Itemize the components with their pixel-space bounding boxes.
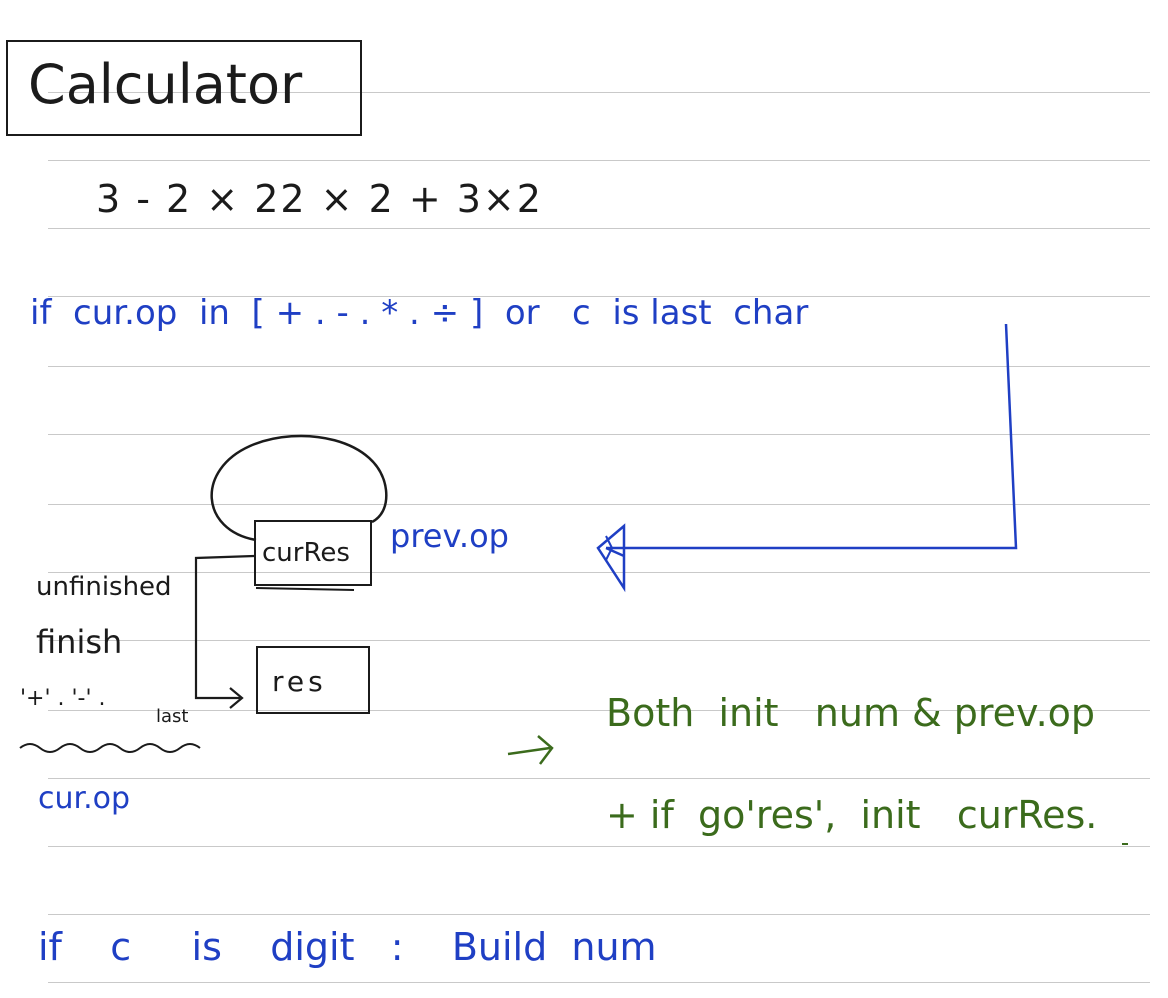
ruled-line [48,92,1150,93]
unfinished-label: unfinished [36,572,172,602]
expression: 3 - 2 × 22 × 2 + 3×2 [96,177,543,221]
prev-op-label: prev.op [390,517,509,555]
ruled-line [48,914,1150,915]
ruled-line [48,846,1150,847]
ruled-line [48,160,1150,161]
ruled-line [48,434,1150,435]
ruled-line [48,778,1150,779]
ruled-line [48,366,1150,367]
ruled-line [48,640,1150,641]
ruled-line [48,982,1150,983]
cur-res-label: curRes [262,538,350,568]
operator-condition: if cur.op in [ + . - . * . ÷ ] or c is l… [30,293,809,333]
digit-condition: if c is digit : Build num [38,925,657,969]
title-box [6,40,362,136]
ruled-line [48,296,1150,297]
ruled-line [48,710,1150,711]
loop-arrow [210,434,388,542]
plus-minus-ops: '+' . '-' . [20,686,106,711]
cur-res-box [254,520,372,586]
cur-op-label: cur.op [38,781,131,816]
res-box [256,646,370,714]
arrow-head [229,687,244,709]
blue-arrow-line [606,323,1018,550]
wavy-underline [19,743,201,753]
last-label: last [156,706,189,727]
cur-res-underline [255,587,355,591]
green-arrow [507,746,551,756]
note-line-1: Both init num & prev.op [606,691,1096,735]
ruled-line [48,228,1150,229]
ruled-line [48,572,1150,573]
res-label: res [272,665,327,698]
note-line-2: + if go'res', init curRes. [606,793,1098,837]
page-title: Calculator [28,53,303,116]
finish-label: finish [36,623,123,661]
cur-res-to-res-arrow [194,554,255,700]
blue-arrow-head [596,523,626,593]
ruled-line [48,504,1150,505]
